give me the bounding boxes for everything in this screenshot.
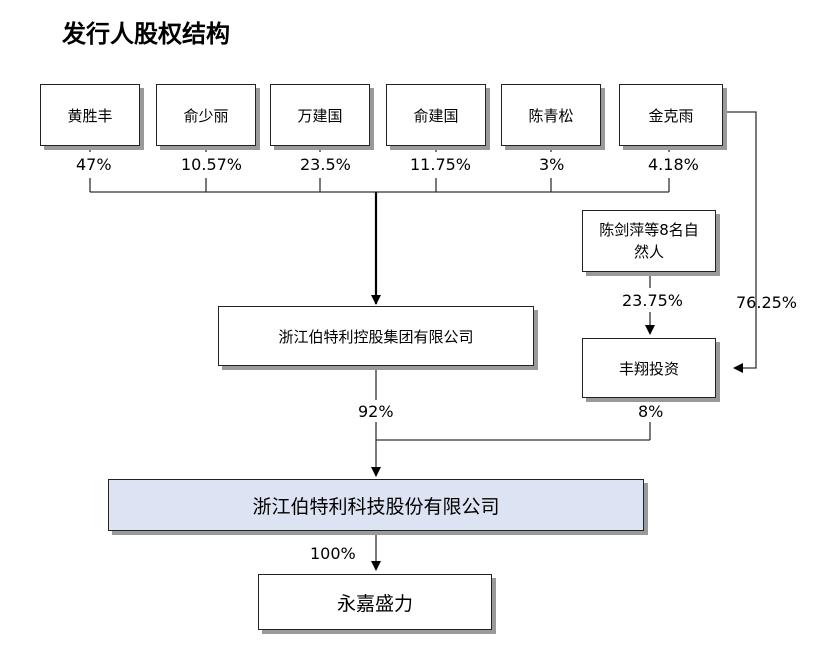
shareholder-box: 俞少丽 [156,84,256,146]
shareholder-name: 陈青松 [528,106,574,125]
shareholder-name: 黄胜丰 [67,106,113,125]
issuer-pct: 100% [310,544,356,563]
holding-group-box: 浙江伯特利控股集团有限公司 [218,306,534,366]
shareholder-box: 黄胜丰 [40,84,140,146]
subsidiary-name: 永嘉盛力 [336,592,413,615]
fengxiang-pct: 8% [638,402,664,421]
holding-group-name: 浙江伯特利控股集团有限公司 [278,327,474,346]
holding-group-pct: 92% [358,402,394,421]
shareholder-box: 陈青松 [501,84,601,146]
chen-group-name: 陈剑萍等8名自然人 [599,221,699,261]
shareholder-pct: 11.75% [410,155,472,174]
shareholder-name: 俞建国 [413,106,459,125]
issuer-box: 浙江伯特利科技股份有限公司 [108,479,644,531]
shareholder-pct: 23.5% [300,155,351,174]
shareholder-name: 万建国 [297,106,343,125]
subsidiary-box: 永嘉盛力 [258,574,492,630]
fengxiang-name: 丰翔投资 [618,359,679,378]
chen-group-pct: 23.75% [622,291,684,310]
shareholder-box: 金克雨 [619,84,723,146]
shareholder-pct: 47% [76,155,112,174]
shareholder-pct: 10.57% [181,155,243,174]
fengxiang-box: 丰翔投资 [582,338,716,398]
shareholder-box: 俞建国 [386,84,486,146]
shareholder-pct: 3% [539,155,565,174]
issuer-name: 浙江伯特利科技股份有限公司 [252,495,500,518]
shareholder-name: 俞少丽 [183,106,229,125]
shareholder-name: 金克雨 [648,106,694,125]
jin-to-fengxiang-pct: 76.25% [736,293,798,312]
page-title: 发行人股权结构 [62,20,230,48]
shareholder-pct: 4.18% [648,155,699,174]
chen-group-box: 陈剑萍等8名自然人 [582,210,716,272]
shareholder-box: 万建国 [270,84,370,146]
